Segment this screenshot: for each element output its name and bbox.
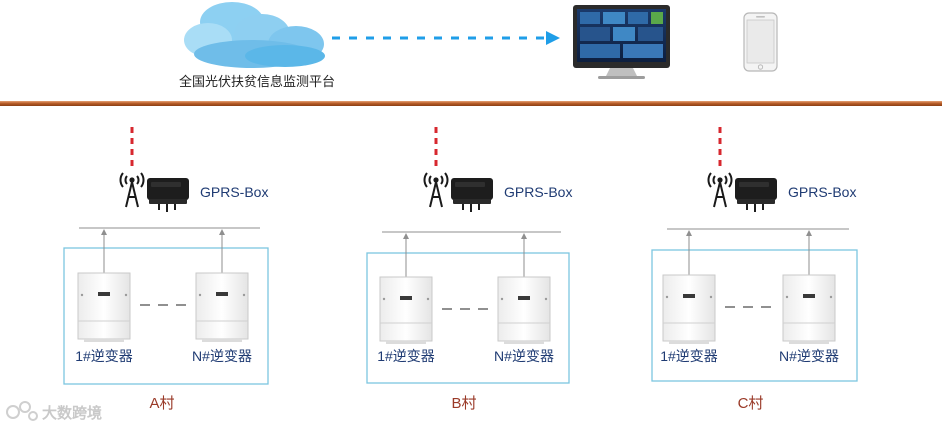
village-box	[366, 252, 570, 384]
monitor-icon	[573, 5, 670, 79]
antenna-icon	[423, 172, 449, 208]
village-name: C村	[738, 395, 764, 412]
inverter-label-first: 1#逆变器	[377, 348, 435, 364]
gprs-box-icon	[451, 178, 493, 212]
inverter-icon	[379, 276, 433, 344]
watermark: 大数跨境	[6, 401, 102, 422]
gprs-box-label: GPRS-Box	[200, 184, 268, 200]
inverter-label-first: 1#逆变器	[75, 348, 133, 364]
gprs-box-icon	[147, 178, 189, 212]
inverter-icon	[195, 272, 249, 342]
smartphone-icon	[743, 12, 778, 72]
inverter-icon	[77, 272, 131, 342]
gprs-box-label: GPRS-Box	[788, 184, 856, 200]
watermark-text: 大数跨境	[42, 404, 102, 422]
platform-label: 全国光伏扶贫信息监测平台	[179, 74, 335, 89]
cloud-icon	[184, 2, 325, 68]
inverter-label-last: N#逆变器	[192, 348, 252, 364]
village-box	[63, 247, 269, 385]
village-name: A村	[149, 395, 174, 412]
antenna-icon	[119, 172, 145, 208]
layer-separator	[0, 101, 942, 106]
village-b: GPRS-Box 1#逆变器 N#逆变器 B村	[366, 127, 572, 412]
uplink-dashed-arrow	[332, 31, 560, 45]
inverter-icon	[662, 274, 716, 344]
inverter-label-last: N#逆变器	[494, 348, 554, 364]
antenna-icon	[707, 172, 733, 208]
gprs-box-label: GPRS-Box	[504, 184, 572, 200]
inverter-icon	[497, 276, 551, 344]
inverter-label-first: 1#逆变器	[660, 348, 718, 364]
village-a: GPRS-Box 1#逆变器 N#逆变器 A村	[63, 127, 269, 412]
inverter-label-last: N#逆变器	[779, 348, 839, 364]
watermark-logo-icon	[6, 401, 38, 421]
village-name: B村	[451, 395, 476, 412]
village-c: GPRS-Box 1#逆变器 N#逆变器 C村	[651, 127, 858, 412]
inverter-icon	[782, 274, 836, 344]
gprs-box-icon	[735, 178, 777, 212]
village-box	[651, 249, 858, 382]
